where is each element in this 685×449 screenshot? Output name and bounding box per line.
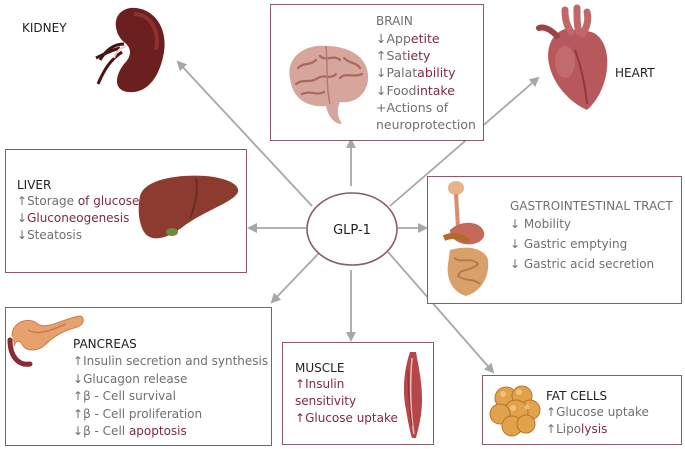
pancreas-line: ↓β - Cell apoptosis (73, 424, 187, 438)
brain-title: BRAIN (376, 14, 413, 28)
liver-title: LIVER (17, 178, 52, 192)
liver-line: ↓Gluconeogenesis (17, 211, 130, 225)
pancreas-line: ↑Insulin secretion and synthesis (73, 354, 269, 368)
liver-line: ↓Steatosis (17, 228, 83, 242)
arrow-to-pancreas (270, 251, 321, 304)
gi-line: ↓ Gastric emptying (510, 237, 628, 251)
pancreas-icon (7, 315, 84, 367)
muscle-icon (403, 352, 422, 438)
muscle-line: ↑Insulin (295, 377, 345, 391)
pancreas-line: ↓Glucagon release (73, 371, 188, 386)
gi-line: ↓ Gastric acid secretion (510, 257, 655, 271)
fat-effects: ↑Glucose uptake ↑Lipolysis (546, 404, 649, 438)
pancreas-title: PANCREAS (73, 337, 137, 351)
kidney-title: KIDNEY (22, 21, 67, 35)
brain-line: ↓Foodintake (376, 82, 455, 98)
center-node: GLP-1 (306, 192, 398, 266)
muscle-title: MUSCLE (295, 361, 345, 375)
fat-cells-icon (489, 385, 541, 437)
arrow-to-heart (389, 76, 540, 207)
brain-line: ↓Appetite (376, 31, 440, 46)
digestive-tract-icon (442, 181, 489, 296)
brain-effects: ↓Appetite ↑Satiety ↓Palatability ↓Foodin… (376, 30, 476, 133)
liver-effects: ↑Storage of glucose ↓Gluconeogenesis ↓St… (17, 193, 139, 244)
muscle-line: ↑Glucose uptake (295, 411, 398, 425)
brain-line: +Actions of (376, 99, 449, 115)
fat-line: ↑Lipolysis (546, 422, 608, 436)
brain-icon (289, 45, 369, 124)
brain-line: ↓Palatability (376, 65, 456, 81)
pancreas-line: ↑β - Cell survival (73, 389, 176, 403)
brain-line: neuroprotection (376, 117, 476, 133)
heart-icon (536, 4, 608, 110)
muscle-line: sensitivity (295, 394, 357, 408)
pancreas-effects: ↑Insulin secretion and synthesis ↓Glucag… (73, 353, 268, 441)
heart-title: HEART (615, 66, 655, 80)
liver-icon (138, 175, 239, 239)
center-label: GLP-1 (333, 223, 371, 238)
liver-line: ↑Storage of glucose (17, 194, 140, 208)
gi-line: ↓ Mobility (510, 217, 571, 231)
gi-title: GASTROINTESTINAL TRACT (510, 199, 673, 213)
brain-line: ↑Satiety (376, 48, 431, 64)
fat-title: FAT CELLS (546, 389, 608, 403)
fat-line: ↑Glucose uptake (546, 405, 649, 419)
kidney-icon (95, 7, 165, 93)
arrow-to-kidney (176, 60, 313, 207)
muscle-effects: ↑Insulin sensitivity ↑Glucose uptake (295, 376, 398, 427)
gi-effects: ↓ Mobility ↓ Gastric emptying ↓ Gastric … (510, 214, 654, 274)
arrow-to-fat (387, 251, 495, 374)
pancreas-line: ↑β - Cell proliferation (73, 406, 203, 421)
